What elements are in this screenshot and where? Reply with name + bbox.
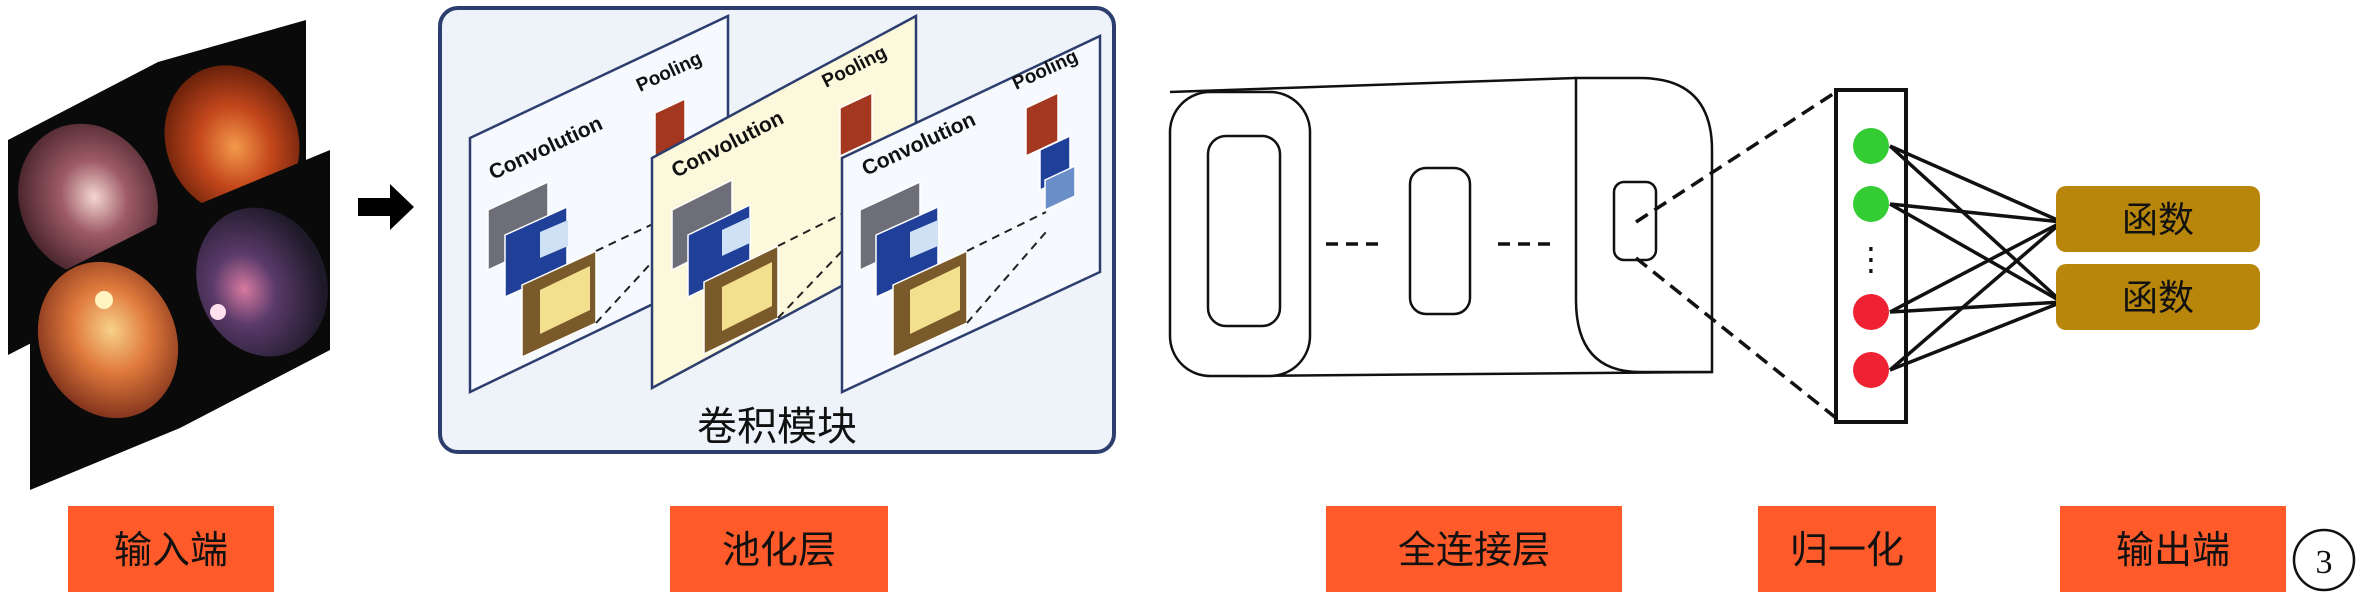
output-box-2: 函数: [2056, 264, 2260, 330]
fundus-photo-icon: [180, 150, 330, 428]
node-red: [1853, 294, 1889, 330]
conv-layer-3: Convolution Pooling: [840, 34, 1102, 394]
arrow-right-icon: [358, 184, 414, 230]
conv-grid: [671, 178, 867, 356]
output-box-1: 函数: [2056, 186, 2260, 252]
label-output: 输出端: [2060, 506, 2286, 592]
node-red: [1853, 352, 1889, 388]
conv-layer-2: Convolution Pooling: [650, 13, 918, 391]
conv-block-caption: 卷积模块: [697, 404, 857, 450]
figure-number: 3: [2292, 528, 2356, 592]
input-images: [8, 20, 330, 490]
pool-grid: [839, 91, 873, 158]
output-box-label: 函数: [2122, 200, 2194, 241]
output-box-label: 函数: [2122, 278, 2194, 319]
pool-grid: [1025, 91, 1076, 212]
label-pooling: 池化层: [670, 506, 888, 592]
figure-number-text: 3: [2316, 544, 2333, 581]
label-input-text: 输入端: [114, 528, 228, 572]
node-green: [1853, 186, 1889, 222]
label-input: 输入端: [68, 506, 274, 592]
label-output-text: 输出端: [2116, 528, 2230, 572]
fully-connected-prism: [1168, 76, 1838, 420]
node-green: [1853, 128, 1889, 164]
node-ellipsis: ⋮: [1855, 240, 1887, 278]
conv-grid: [859, 180, 1047, 359]
label-fully-connected: 全连接层: [1326, 506, 1622, 592]
label-normalization-text: 归一化: [1790, 528, 1904, 572]
label-normalization: 归一化: [1758, 506, 1936, 592]
label-fully-connected-text: 全连接层: [1398, 528, 1550, 572]
normalization-column: ⋮: [1834, 88, 2064, 424]
label-pooling-text: 池化层: [722, 528, 836, 572]
conv-grid: [487, 180, 677, 359]
fundus-photo-icon: [30, 212, 180, 490]
